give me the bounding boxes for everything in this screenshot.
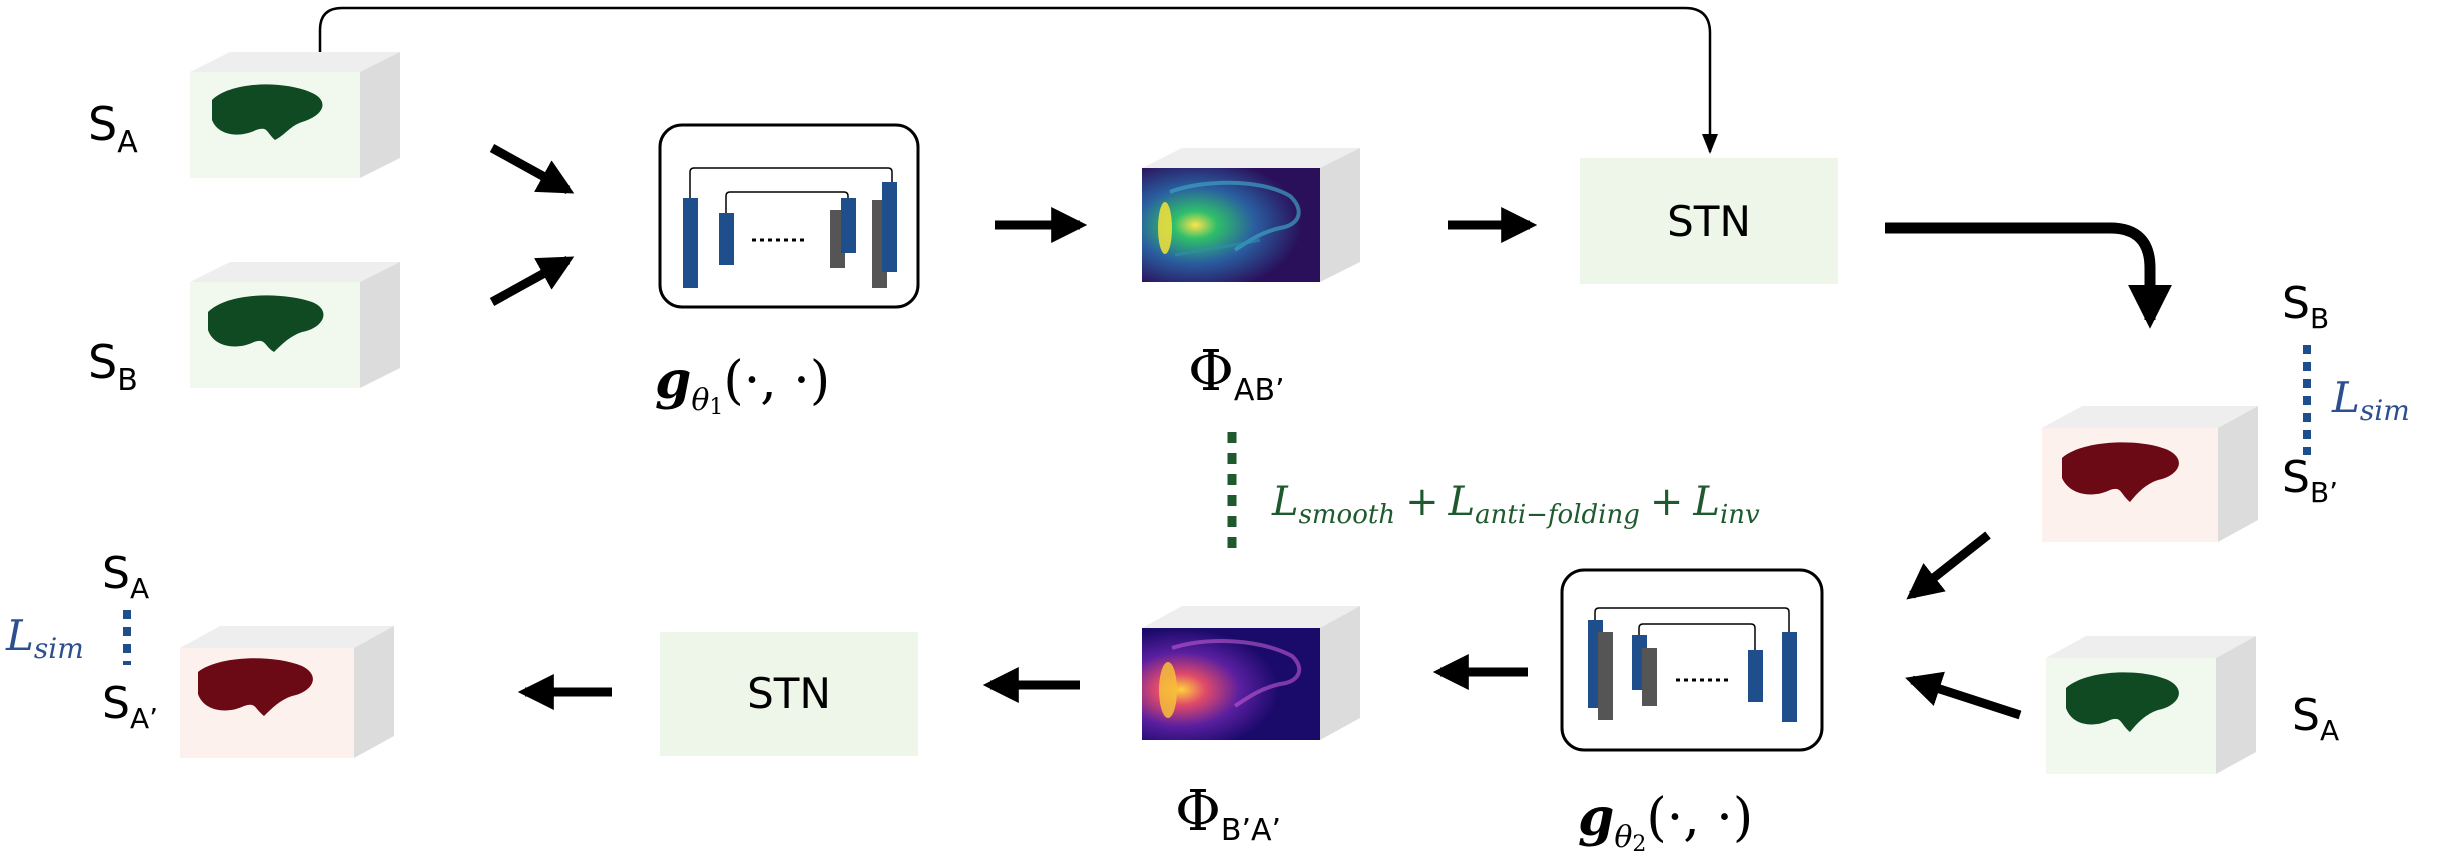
label-sb-right: SB (2282, 278, 2329, 335)
stn-top-box (1580, 158, 1838, 284)
label-sa-right: SA (2292, 690, 2339, 747)
label-g-theta2: gθ2(·, ·) (1578, 787, 1753, 857)
arrow-sb-to-g1 (489, 256, 575, 306)
label-loss-terms: Lsmooth+Lanti−folding+Linv (1271, 479, 1760, 530)
arrow-sa-to-g1 (489, 144, 575, 194)
liver-icon (212, 84, 323, 140)
label-g-theta1: gθ1(·, ·) (655, 350, 830, 420)
label-l-sim-left: Lsim (5, 611, 84, 665)
label-l-sim-right: Lsim (2331, 373, 2410, 427)
liver-icon (2062, 442, 2179, 502)
liver-icon (198, 658, 313, 716)
label-phi-ab: ΦAB’ (1188, 339, 1285, 408)
skip-connection-line (318, 6, 1718, 154)
cube-phi-ab (1142, 148, 1360, 282)
cube-sb-prime (2042, 406, 2258, 542)
cube-sa-top (190, 52, 400, 178)
label-sa-top: SA (88, 97, 138, 160)
arrow-sbprime-to-g2 (1906, 531, 1991, 600)
label-sb-left: SB (88, 335, 138, 398)
label-sa-prime: SA’ (102, 678, 158, 735)
arrow-stn-to-sbprime (1885, 222, 2172, 329)
label-phi-ba: ΦB’A’ (1175, 779, 1281, 848)
cube-phi-ba (1142, 606, 1360, 740)
cube-sa-right (2046, 636, 2256, 774)
unet-g1 (658, 123, 920, 309)
liver-icon (208, 295, 324, 352)
cube-sa-prime (180, 626, 394, 758)
liver-icon (2066, 672, 2179, 732)
unet-g2 (1560, 568, 1824, 752)
label-sa-bottom-left: SA (102, 548, 149, 605)
cube-sb-left (190, 262, 400, 388)
stn-bottom-box (660, 632, 918, 756)
label-sb-prime: SB’ (2282, 452, 2338, 509)
stn-top-label: STN (1667, 197, 1751, 246)
stn-bottom-label: STN (747, 669, 831, 718)
arrow-sa-to-g2 (1905, 671, 2022, 720)
